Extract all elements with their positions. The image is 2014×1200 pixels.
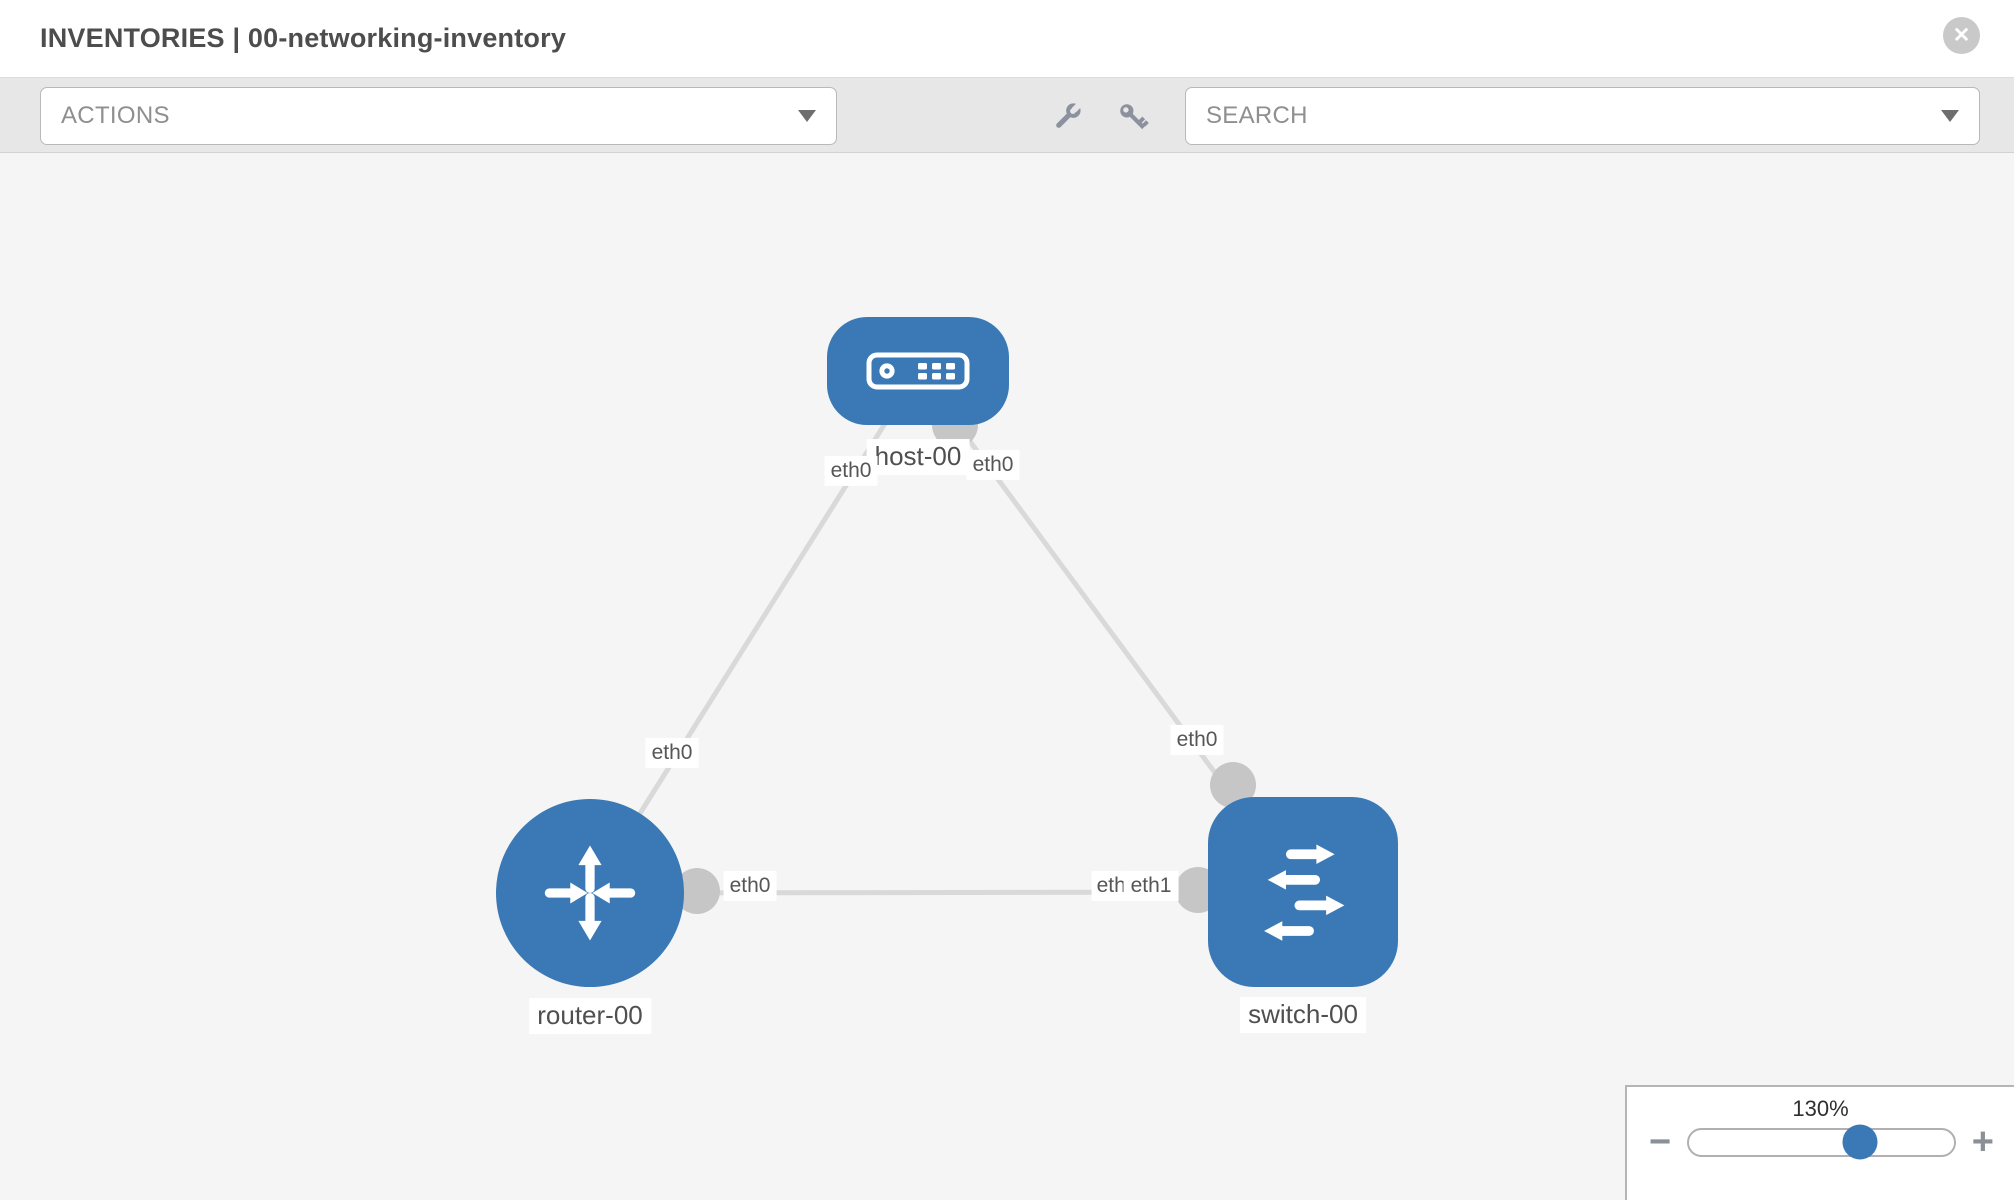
key-icon: [1120, 104, 1149, 130]
iface-label-router-eth0-to-switch: eth0: [723, 870, 777, 902]
zoom-level: 130%: [1792, 1096, 1849, 1121]
router-icon: [544, 845, 636, 941]
topology-canvas[interactable]: host-00 router-00 switch-00 eth0 eth0 et…: [0, 154, 2014, 1200]
chevron-down-icon: [1941, 110, 1959, 122]
iface-label-cluster-switch-end: eth0 eth1: [1091, 870, 1179, 902]
node-label-switch-00: switch-00: [1240, 997, 1366, 1033]
iface-label-router-eth0-to-host: eth0: [645, 737, 699, 769]
search-dropdown[interactable]: SEARCH: [1185, 87, 1980, 145]
header: INVENTORIES | 00-networking-inventory ✕: [0, 0, 2014, 77]
interface-connector: [1210, 762, 1256, 808]
zoom-slider-row: − +: [1627, 1121, 2014, 1163]
actions-dropdown[interactable]: ACTIONS: [40, 87, 837, 145]
interface-connector: [674, 868, 720, 914]
zoom-in-button[interactable]: +: [1971, 1121, 1994, 1163]
node-label-host-00: host-00: [866, 439, 970, 475]
iface-label-switch-eth1-to-router: eth1: [1123, 870, 1179, 902]
zoom-panel: 130% − +: [1625, 1085, 2014, 1200]
zoom-slider-track[interactable]: [1687, 1124, 1956, 1160]
iface-label-switch-eth0-clipped: eth0: [1091, 870, 1124, 902]
credentials-button[interactable]: [1115, 99, 1151, 135]
search-dropdown-label: SEARCH: [1206, 102, 1308, 129]
actions-dropdown-label: ACTIONS: [61, 102, 170, 129]
iface-label-host-eth0-to-router: eth0: [824, 455, 878, 487]
close-button[interactable]: ✕: [1943, 17, 1980, 54]
node-label-router-00: router-00: [529, 998, 651, 1034]
node-host-00[interactable]: [827, 317, 1009, 425]
node-router-00[interactable]: [496, 799, 684, 987]
host-icon: [866, 352, 970, 390]
zoom-slider-thumb[interactable]: [1842, 1124, 1878, 1160]
switch-icon: [1264, 844, 1345, 941]
iface-label-switch-eth0-to-host: eth0: [1170, 724, 1224, 756]
iface-label-host-eth0-to-switch: eth0: [966, 449, 1020, 481]
zoom-out-button[interactable]: −: [1649, 1121, 1672, 1163]
manage-button[interactable]: [1049, 99, 1085, 135]
close-icon: ✕: [1952, 24, 1971, 47]
toolbar: ACTIONS: [0, 77, 2014, 153]
page-title: INVENTORIES | 00-networking-inventory: [40, 23, 567, 53]
chevron-down-icon: [798, 110, 816, 122]
wrench-icon: [1056, 100, 1084, 128]
node-switch-00[interactable]: [1208, 797, 1398, 987]
edges-layer: [587, 369, 1306, 914]
